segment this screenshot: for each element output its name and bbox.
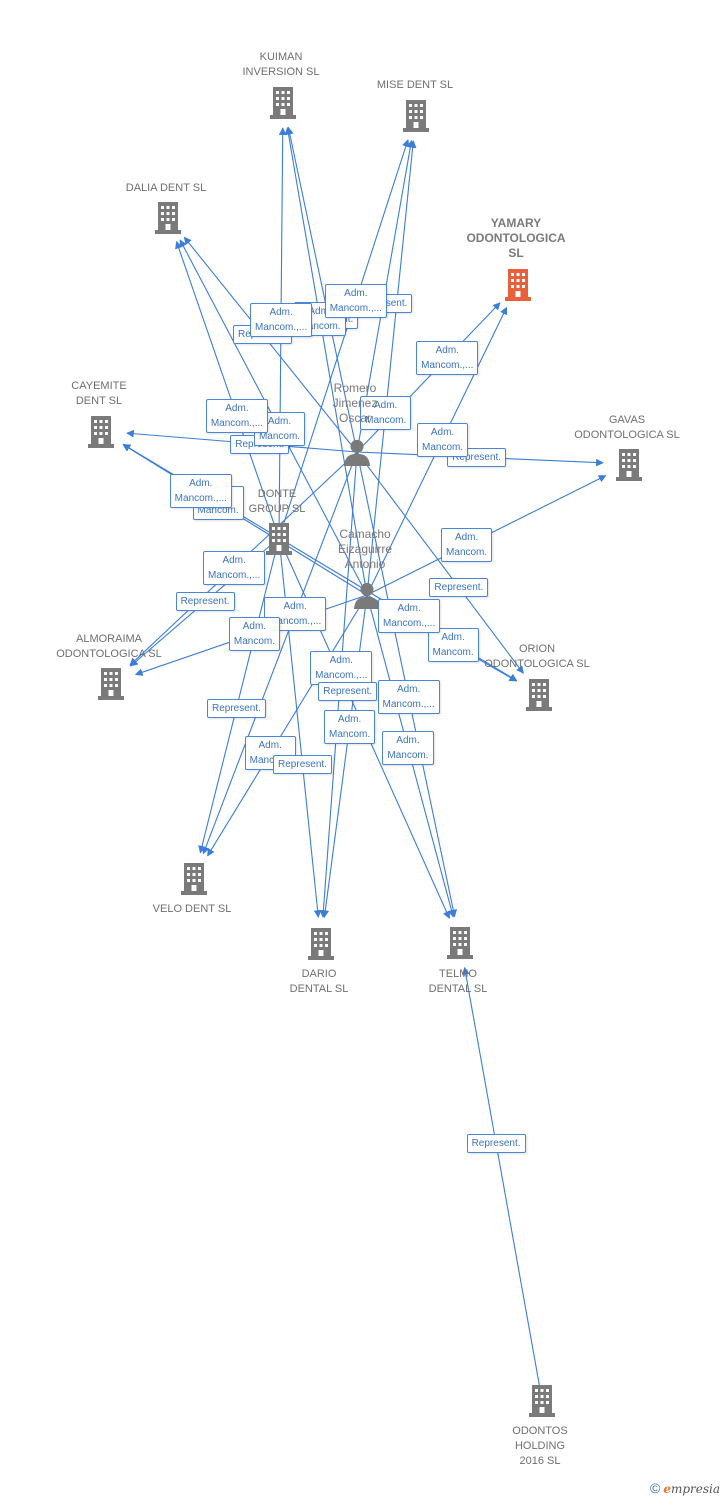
company-label-velo[interactable]: VELO DENT SL	[152, 903, 232, 915]
edge-camacho-mise	[366, 140, 417, 596]
edge-label-donte-kuiman[interactable]: Adm. Mancom.,...	[250, 303, 313, 337]
edge-label-donte-mise[interactable]: Adm. Mancom.,...	[324, 284, 387, 319]
edge-donte-mise	[278, 139, 410, 539]
building-icon-cayemite[interactable]	[88, 416, 114, 448]
edge-camacho-dario	[321, 594, 368, 918]
edge-label-camacho-almoraima[interactable]: Adm. Mancom.	[228, 616, 280, 651]
edge-label-romero-dario[interactable]: Adm. Mancom.,...	[310, 651, 373, 686]
building-icon-telmo[interactable]	[447, 927, 473, 959]
edge-romero-kuiman	[286, 126, 358, 453]
building-icon-dario[interactable]	[308, 928, 334, 960]
building-icon-odontos[interactable]	[529, 1385, 555, 1417]
building-icon-dalia[interactable]	[155, 202, 181, 234]
company-label-telmo[interactable]: TELMO DENTAL SL	[428, 968, 488, 995]
brand-logo-text: mpresia	[670, 1482, 721, 1496]
company-label-dalia[interactable]: DALIA DENT SL	[125, 182, 207, 194]
edge-label-donte-dalia[interactable]: Adm. Mancom.,...	[205, 399, 269, 434]
edge-label-camacho-gavas[interactable]: Adm. Mancom.	[441, 528, 493, 563]
edge-label-donte-orion[interactable]: Adm. Mancom.,...	[378, 599, 441, 633]
company-label-mise[interactable]: MISE DENT SL	[376, 79, 454, 91]
building-icon-donte[interactable]	[266, 523, 292, 555]
edge-romero-velo	[202, 451, 358, 855]
edge-odontos-telmo	[462, 966, 543, 1401]
edge-romero-orion	[356, 451, 524, 674]
edge-label-camacho-dario[interactable]: Adm. Mancom.	[324, 710, 376, 745]
building-icon-yamary[interactable]	[505, 269, 531, 301]
building-icon-kuiman[interactable]	[270, 87, 296, 119]
edge-donte-dalia	[175, 240, 280, 539]
person-label-romero[interactable]: Romero Jimenez Oscar	[332, 381, 378, 425]
building-icon-mise[interactable]	[403, 100, 429, 132]
building-icon-orion[interactable]	[526, 679, 552, 711]
company-label-donte[interactable]: DONTE GROUP SL	[248, 488, 306, 515]
edge-camacho-velo	[207, 594, 368, 857]
edge-label-camacho-mise[interactable]: Adm. Mancom.	[360, 395, 412, 430]
edge-camacho-cayemite	[122, 444, 368, 596]
company-label-yamary[interactable]: YAMARY ODONTOLOGICA SL	[466, 216, 566, 260]
company-label-gavas[interactable]: GAVAS ODONTOLOGICA SL	[574, 414, 680, 441]
company-label-dario[interactable]: DARIO DENTAL SL	[289, 968, 349, 995]
copyright-icon: ©	[650, 1480, 661, 1496]
building-icon-gavas[interactable]	[616, 449, 642, 481]
company-label-odontos[interactable]: ODONTOS HOLDING 2016 SL	[512, 1425, 568, 1467]
edge-label-romero-almoraima[interactable]: Adm. Mancom.,...	[203, 550, 266, 585]
edge-label-donte-velo[interactable]: Represent.	[207, 698, 266, 718]
edge-label-camacho-telmo[interactable]: Adm. Mancom.	[382, 730, 434, 765]
company-label-almoraima[interactable]: ALMORAIMA ODONTOLOGICA SL	[56, 633, 162, 660]
edge-label-odontos-telmo[interactable]: Represent.	[466, 1134, 526, 1154]
edge-label-camacho-orion[interactable]: Adm. Mancom.	[427, 627, 479, 662]
edge-label-romero-yamary[interactable]: Adm. Mancom.,...	[416, 340, 479, 375]
edge-label-donte-cayemite[interactable]: Adm. Mancom.,...	[169, 473, 232, 508]
person-label-camacho[interactable]: Camacho Eizaguirre Antonio	[337, 527, 393, 571]
edge-label-donte-telmo[interactable]: Represent.	[318, 682, 378, 702]
edge-label-romero-telmo[interactable]: Adm. Mancom.,...	[377, 680, 440, 714]
edge-label-camacho-yamary[interactable]: Adm. Mancom.	[417, 422, 469, 457]
edge-romero-dalia	[183, 236, 358, 453]
footer-brand: ©empresia	[650, 1480, 720, 1496]
edge-donte-velo	[198, 537, 280, 854]
company-label-kuiman[interactable]: KUIMAN INVERSION SL	[242, 51, 320, 78]
edge-label-donte-almoraima[interactable]: Represent.	[175, 592, 235, 612]
building-icon-velo[interactable]	[181, 863, 207, 895]
company-label-orion[interactable]: ORION ODONTOLOGICA SL	[484, 643, 590, 670]
edge-label-donte-dario[interactable]: Represent.	[273, 755, 332, 775]
edge-donte-dario	[278, 537, 322, 918]
company-label-cayemite[interactable]: CAYEMITE DENT SL	[71, 380, 127, 407]
building-icon-almoraima[interactable]	[98, 668, 124, 700]
brand-logo-e: e	[663, 1482, 671, 1496]
edge-camacho-kuiman	[284, 126, 368, 596]
edge-label-romero-orion[interactable]: Represent.	[429, 578, 489, 598]
